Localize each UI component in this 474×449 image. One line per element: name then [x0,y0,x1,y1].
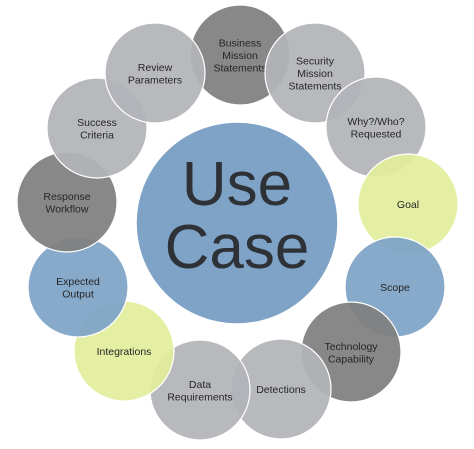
node-label: Review [138,62,173,74]
node-label: Success [77,117,117,129]
node-label: Requirements [167,391,232,403]
node-label: Workflow [46,203,89,215]
center-title-line: Case [165,213,310,282]
node-label: Why?/Who? [347,116,404,128]
node-goal: Goal [357,153,459,255]
node-label: Response [43,191,90,203]
node-detections: Detections [230,338,332,440]
node-label: Statements [288,81,341,93]
node-label: Output [62,288,94,300]
node-label: Requested [351,128,402,140]
node-label: Integrations [97,346,152,358]
node-label: Goal [397,199,419,211]
node-label: Expected [56,276,100,288]
node-why-who-requested: Why?/Who?Requested [325,76,427,178]
outer-nodes: BusinessMissionStatementsSecurityMission… [16,4,459,441]
node-label: Data [189,379,211,391]
node-label: Scope [380,282,410,294]
node-label: Mission [222,50,258,62]
center-title-line: Use [182,150,292,219]
node-label: Capability [328,353,375,365]
node-label: Parameters [128,74,182,86]
node-label: Detections [256,384,306,396]
node-label: Criteria [80,129,114,141]
node-circle [104,22,206,124]
node-label: Technology [324,341,378,353]
node-label: Statements [213,63,266,75]
node-label: Security [296,56,335,68]
node-label: Business [219,38,262,50]
center-circle [135,121,339,325]
node-label: Mission [297,68,333,80]
